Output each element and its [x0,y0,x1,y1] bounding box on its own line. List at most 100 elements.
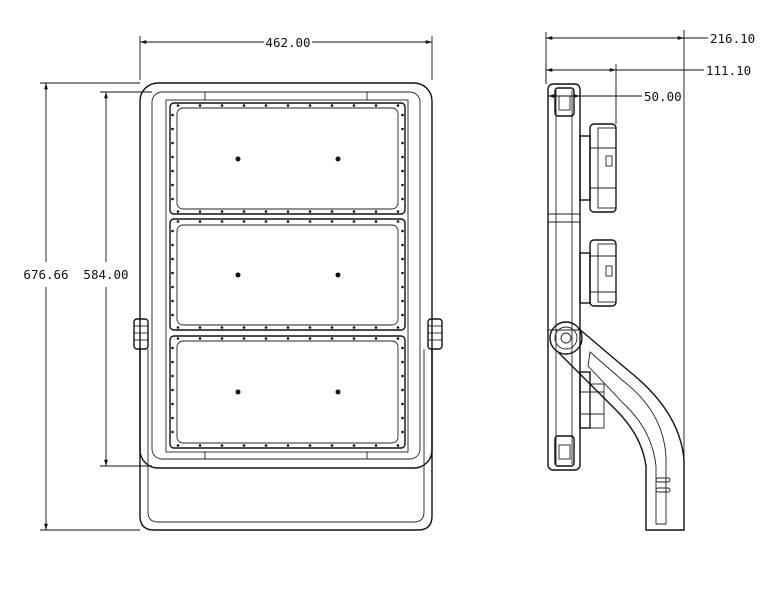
screw-dot [401,271,404,275]
screw-dot [374,220,378,223]
side-bracket-arm [557,327,685,531]
screw-dot [396,326,400,329]
dimension-total-depth: 216.10 [545,30,755,530]
screw-dot [171,243,174,247]
screw-dot [171,430,174,434]
screw-dot [401,183,404,187]
mid-depth-label: 111.10 [706,63,751,78]
screw-dot [286,210,290,213]
screw-dot [401,360,404,364]
screw-dot [171,402,174,406]
screw-dot [401,430,404,434]
screw-dot [401,346,404,350]
screw-dot [401,113,404,117]
screw-dot [242,210,246,213]
screw-dot [176,326,180,329]
screw-dot [171,141,174,145]
screw-dot [330,444,334,447]
screw-dot [171,155,174,159]
module-screws [171,104,404,447]
side-housing [547,83,581,471]
lens-mount-dot [235,272,241,278]
dimension-total-height: 676.66 [23,82,140,531]
screw-dot [374,444,378,447]
screw-dot [286,444,290,447]
screw-dot [330,210,334,213]
screw-dot [171,169,174,173]
screw-dot [352,444,356,447]
screw-dot [171,271,174,275]
screw-dot [176,220,180,223]
screw-dot [401,402,404,406]
screw-dot [171,229,174,233]
screw-dot [401,416,404,420]
dimension-body-depth: 50.00 [548,89,682,104]
screw-dot [308,326,312,329]
screw-dot [242,104,246,107]
pivot-knob-right [427,318,443,350]
screw-dot [176,337,180,340]
screw-dot [171,127,174,131]
screw-dot [401,257,404,261]
screw-dot [198,210,202,213]
screw-dot [401,169,404,173]
screw-dot [401,285,404,289]
screw-dot [286,104,290,107]
screw-dot [198,337,202,340]
screw-dot [286,220,290,223]
screw-dot [374,210,378,213]
bracket-slot [655,487,671,493]
top-clip [554,87,575,117]
screw-dot [401,243,404,247]
screw-dot [264,104,268,107]
screw-dot [330,104,334,107]
screw-dot [401,313,404,317]
lens-mount-dot [335,389,341,395]
bracket-slot [655,477,671,483]
screw-dot [264,337,268,340]
screw-dot [330,337,334,340]
screw-dot [308,210,312,213]
front-view [133,82,443,531]
screw-dot [171,285,174,289]
led-module-2 [169,218,406,331]
screw-dot [352,210,356,213]
screw-dot [330,326,334,329]
screw-dot [396,444,400,447]
lens-mount-dot [235,156,241,162]
screw-dot [171,416,174,420]
screw-dot [396,210,400,213]
screw-dot [176,210,180,213]
led-module-1 [169,102,406,215]
driver-box-2 [579,239,617,307]
screw-dot [401,388,404,392]
screw-dot [242,326,246,329]
screw-dot [374,337,378,340]
screw-dot [171,388,174,392]
lens-mount-dot [235,389,241,395]
screw-dot [220,210,224,213]
housing-inner-outline [151,91,421,460]
screw-dot [198,104,202,107]
screw-dot [198,220,202,223]
screw-dot [330,220,334,223]
screw-dot [308,337,312,340]
dimension-mid-depth: 111.10 [545,63,751,124]
screw-dot [401,374,404,378]
screw-dot [264,326,268,329]
screw-dot [220,104,224,107]
screw-dot [374,104,378,107]
dimension-width: 462.00 [139,35,433,80]
screw-dot [171,113,174,117]
screw-dot [242,444,246,447]
screw-dot [352,326,356,329]
total-height-label: 676.66 [23,267,68,282]
screw-dot [220,326,224,329]
screw-dot [264,210,268,213]
screw-dot [171,183,174,187]
width-label: 462.00 [265,35,310,50]
screw-dot [308,104,312,107]
screw-dot [401,299,404,303]
screw-dot [401,141,404,145]
screw-dot [352,220,356,223]
